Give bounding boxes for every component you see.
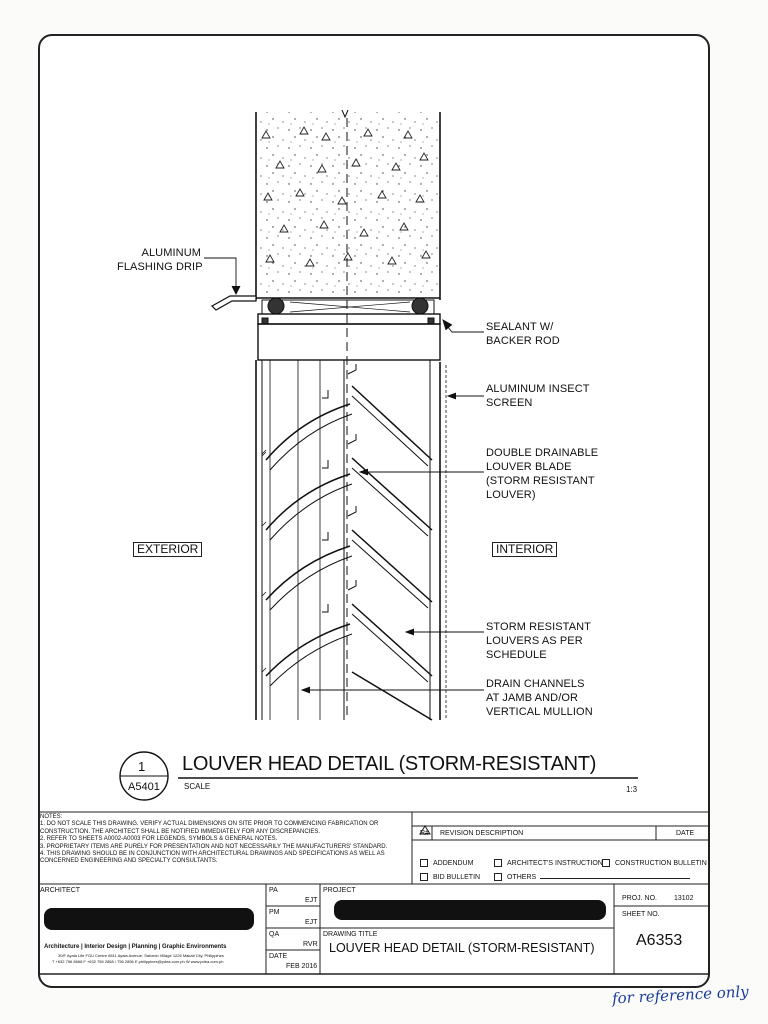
pm-label: PM <box>269 909 280 916</box>
checkbox[interactable] <box>494 873 502 881</box>
detail-bubble <box>119 751 638 801</box>
pm-value: EJT <box>305 919 318 926</box>
option-construction-bulletin[interactable]: CONSTRUCTION BULLETIN <box>602 859 707 868</box>
note-line: 3. PROPRIETARY ITEMS ARE PURELY FOR PRES… <box>40 843 388 850</box>
option-architects-instruction[interactable]: ARCHITECT'S INSTRUCTION <box>494 859 603 868</box>
callout-line: LOUVERS AS PER <box>486 635 583 647</box>
option-addendum[interactable]: ADDENDUM <box>420 859 473 868</box>
option-label: ARCHITECT'S INSTRUCTION <box>507 859 603 867</box>
callout-louver-blade: DOUBLE DRAINABLE LOUVER BLADE (STORM RES… <box>486 446 598 502</box>
note-line: 1. DO NOT SCALE THIS DRAWING. VERIFY ACT… <box>40 821 379 828</box>
firm-services: Architecture | Interior Design | Plannin… <box>44 944 227 950</box>
callout-flashing-drip: ALUMINUM FLASHING DRIP <box>117 246 203 274</box>
concrete-wall <box>255 109 441 300</box>
callout-line: SCREEN <box>486 397 533 409</box>
callout-line: AT JAMB AND/OR <box>486 692 579 704</box>
detail-title: LOUVER HEAD DETAIL (STORM-RESISTANT) <box>182 753 597 775</box>
louver-assembly <box>255 360 447 721</box>
note-line: CONSTRUCTION. THE ARCHITECT SHALL BE NOT… <box>40 828 321 835</box>
option-label: ADDENDUM <box>433 859 474 867</box>
callout-line: SCHEDULE <box>486 649 547 661</box>
detail-number: 1 <box>138 759 146 774</box>
revision-desc-label: REVISION DESCRIPTION <box>440 830 524 837</box>
revision-r-label: R# <box>420 830 429 837</box>
checkbox[interactable] <box>420 859 428 867</box>
proj-no-label: PROJ. NO. <box>622 895 658 902</box>
firm-address: 30/F Ayala Life FGU Centre 6811 Ayala Av… <box>58 953 224 958</box>
callout-line: STORM RESISTANT <box>486 621 591 633</box>
drawing-title-label: DRAWING TITLE <box>323 931 378 938</box>
notes-heading: NOTES: <box>40 814 63 820</box>
head-frame <box>211 295 441 361</box>
callout-line: BACKER ROD <box>486 335 560 347</box>
sheet-no: A6353 <box>636 932 683 949</box>
qa-label: QA <box>269 931 280 938</box>
interior-label: INTERIOR <box>492 542 558 557</box>
scale-value: 1:3 <box>626 785 638 794</box>
pa-label: PA <box>269 887 278 894</box>
scale-label: SCALE <box>184 782 211 791</box>
callout-leaders <box>204 257 484 694</box>
option-label: OTHERS <box>507 873 537 881</box>
sheet-no-label: SHEET NO. <box>622 911 660 918</box>
option-label: CONSTRUCTION BULLETIN <box>615 859 707 867</box>
callout-line: SEALANT W/ <box>486 321 554 333</box>
callout-insect-screen: ALUMINUM INSECT SCREEN <box>486 382 590 410</box>
callout-line: VERTICAL MULLION <box>486 706 593 718</box>
callout-line: FLASHING DRIP <box>117 261 203 273</box>
note-line: 2. REFER TO SHEETS A0002-A0003 FOR LEGEN… <box>40 836 278 843</box>
note-line: 4. THIS DRAWING SHOULD BE IN CONJUNCTION… <box>40 851 385 858</box>
redacted-logo <box>44 908 254 930</box>
callout-drain-channels: DRAIN CHANNELS AT JAMB AND/OR VERTICAL M… <box>486 677 593 719</box>
drawing-title: LOUVER HEAD DETAIL (STORM-RESISTANT) <box>329 941 595 955</box>
note-line: CONCERNED ENGINEERING AND SPECIALTY CONS… <box>40 858 218 865</box>
title-block-grid <box>38 811 710 975</box>
exterior-label: EXTERIOR <box>133 542 203 557</box>
option-label: BID BULLETIN <box>433 873 481 881</box>
date-value: FEB 2016 <box>286 963 318 970</box>
date-label: DATE <box>269 953 288 960</box>
checkbox[interactable] <box>602 859 610 867</box>
project-label: PROJECT <box>323 887 356 894</box>
revision-date-label: DATE <box>676 830 695 837</box>
architect-label: ARCHITECT <box>40 887 81 894</box>
callout-line: DOUBLE DRAINABLE <box>486 447 599 459</box>
callout-line: (STORM RESISTANT <box>486 475 595 487</box>
callout-line: DRAIN CHANNELS <box>486 678 585 690</box>
callout-storm-louvers: STORM RESISTANT LOUVERS AS PER SCHEDULE <box>486 620 591 662</box>
callout-line: ALUMINUM INSECT <box>486 383 590 395</box>
pa-value: EJT <box>305 897 318 904</box>
callout-line: LOUVER) <box>486 489 536 501</box>
callout-line: ALUMINUM <box>141 247 201 259</box>
firm-contact: T +632 756 8668 F +632 756 2858 / 756 28… <box>52 959 224 964</box>
proj-no: 13102 <box>674 895 694 902</box>
option-others[interactable]: OTHERS <box>494 873 691 882</box>
qa-value: RVR <box>303 941 318 948</box>
detail-sheet-ref: A5401 <box>128 781 160 793</box>
checkbox[interactable] <box>494 859 502 867</box>
callout-line: LOUVER BLADE <box>486 461 572 473</box>
callout-sealant: SEALANT W/ BACKER ROD <box>486 320 560 348</box>
redacted-project-name <box>334 900 606 920</box>
checkbox[interactable] <box>420 873 428 881</box>
option-bid-bulletin[interactable]: BID BULLETIN <box>420 873 480 882</box>
general-notes: NOTES: 1. DO NOT SCALE THIS DRAWING. VER… <box>40 814 387 866</box>
